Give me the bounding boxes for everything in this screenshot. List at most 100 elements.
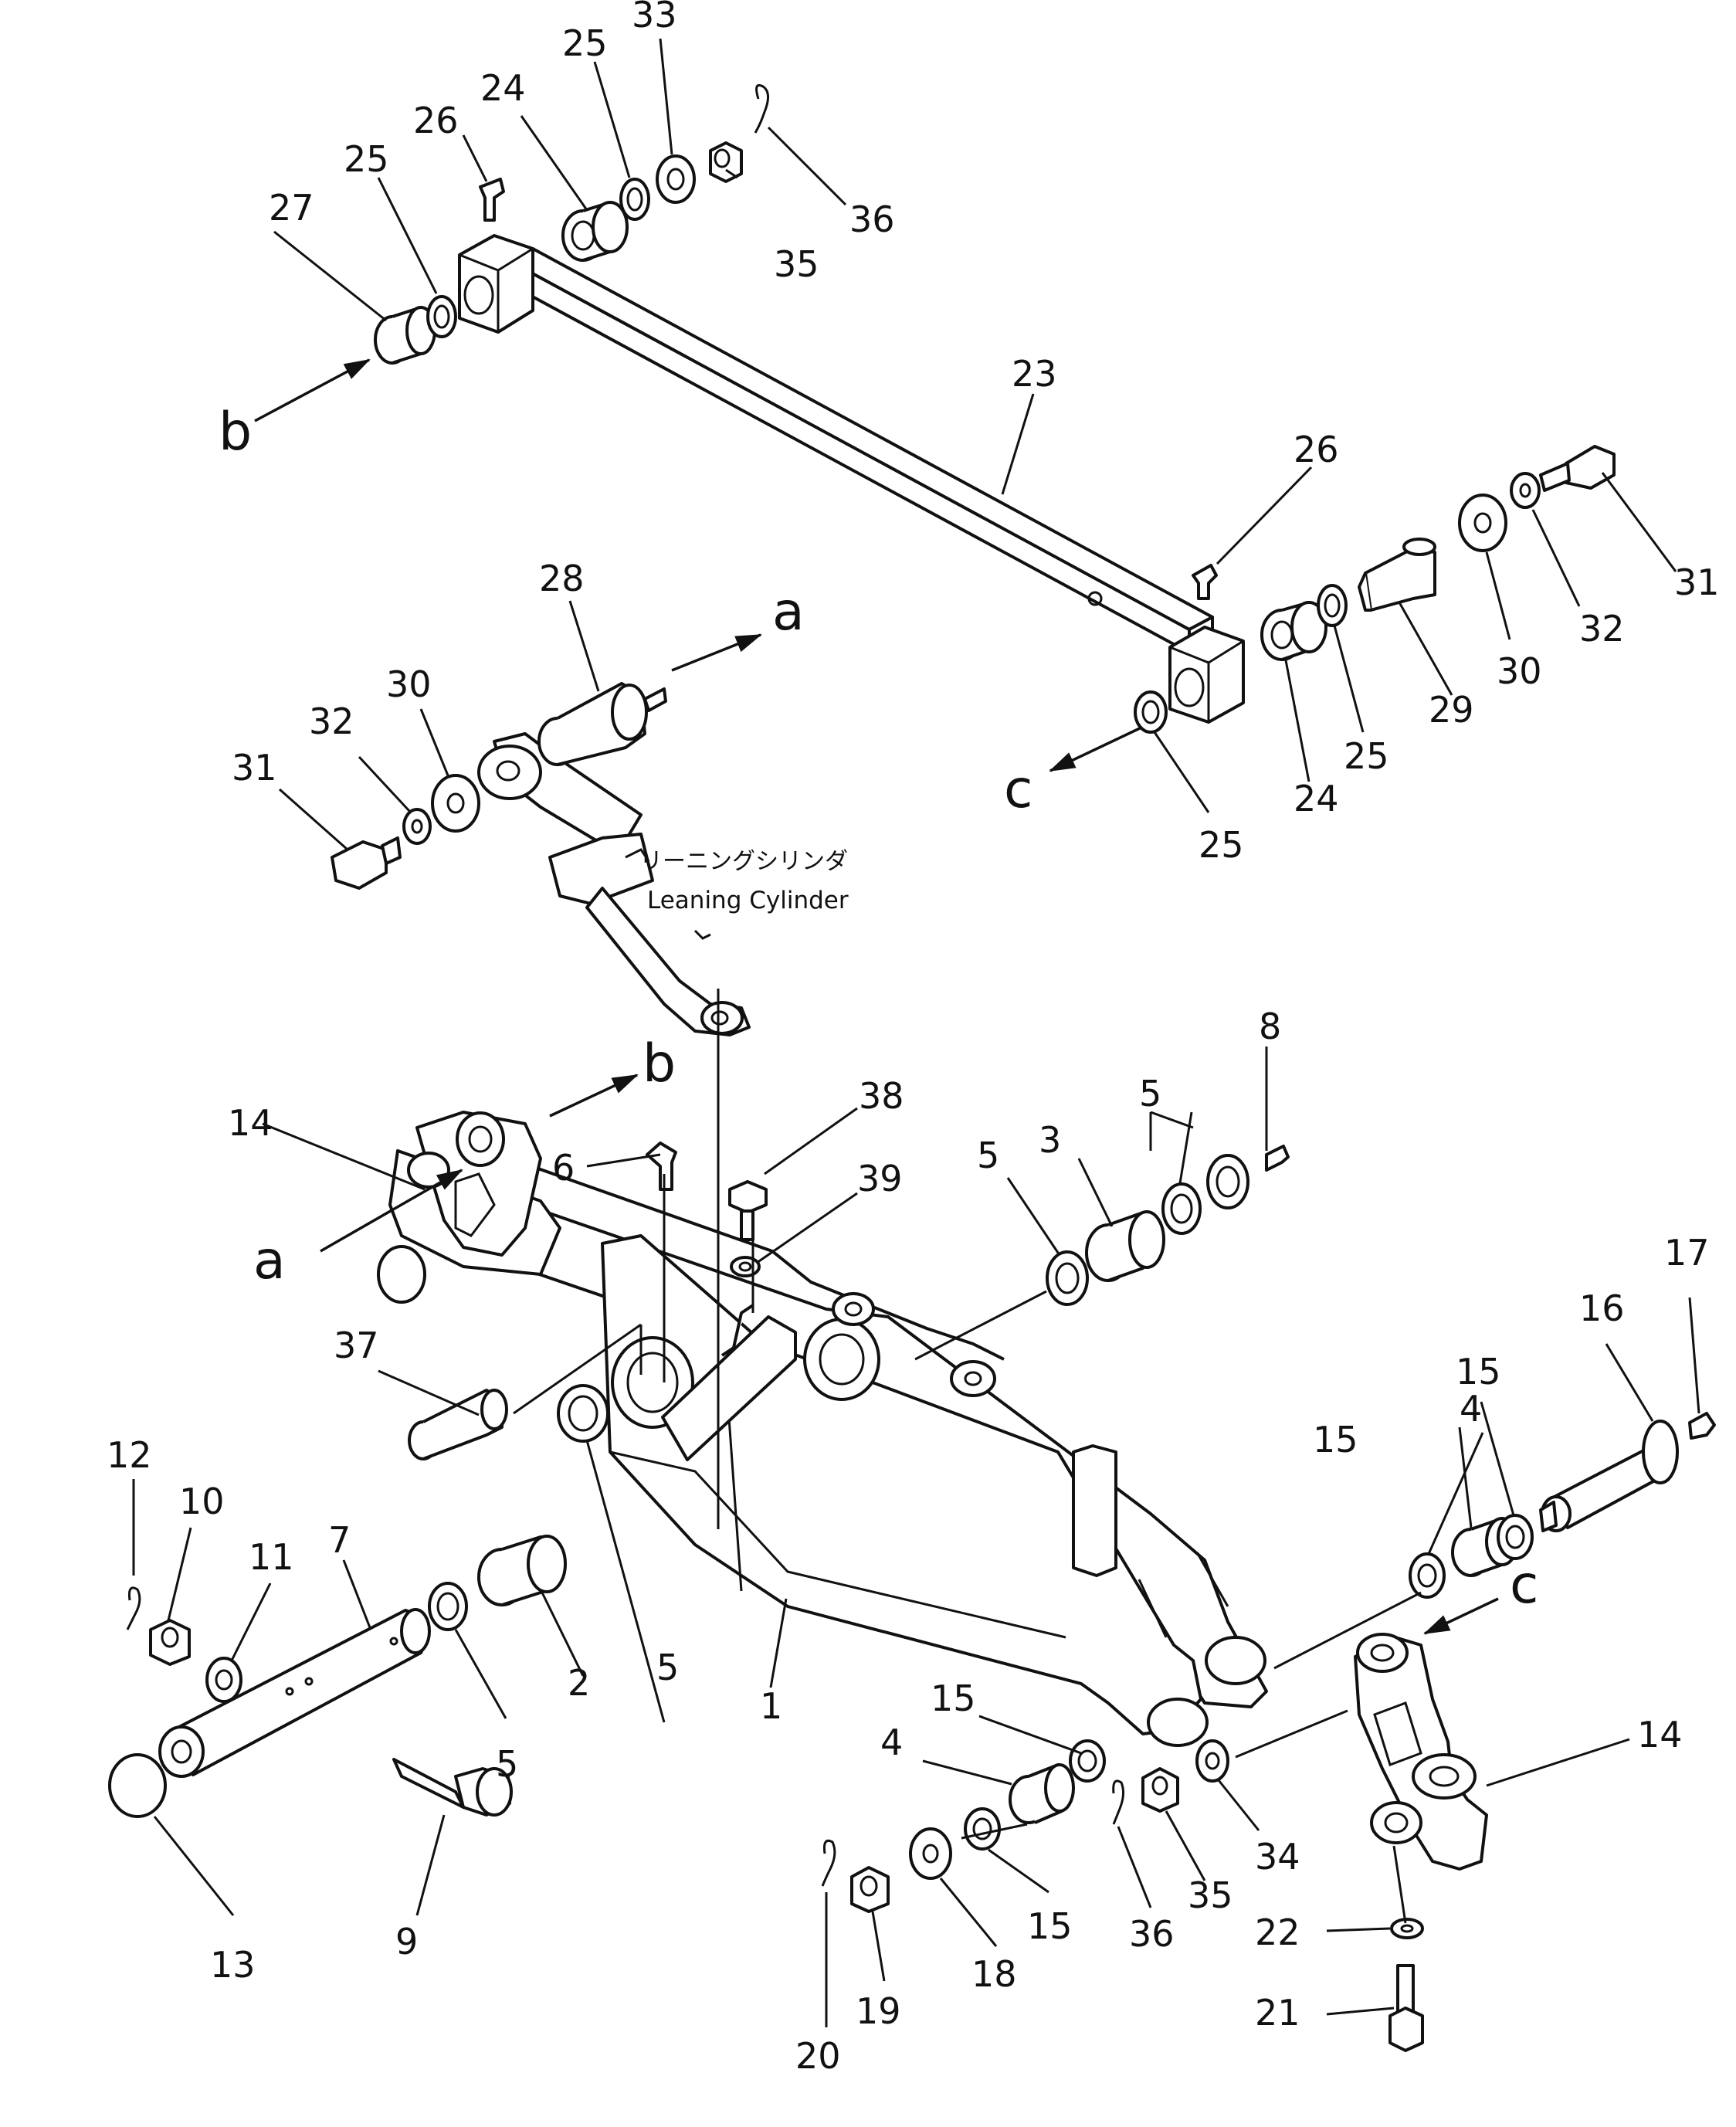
pin-37 xyxy=(408,1389,508,1460)
washer-39 xyxy=(730,1256,761,1277)
bearing-15c xyxy=(1069,1739,1106,1783)
callout-4a: 4 xyxy=(1460,1388,1482,1430)
callout-9: 9 xyxy=(395,1921,418,1962)
washer-32b xyxy=(402,808,432,845)
callout-15c: 15 xyxy=(931,1678,976,1719)
grease-fitting-6 xyxy=(646,1142,677,1191)
washer-11 xyxy=(205,1657,242,1703)
bracket-14b xyxy=(1354,1633,1488,1871)
bushing-2 xyxy=(477,1535,567,1606)
callout-26b: 26 xyxy=(1294,429,1339,470)
callout-36a: 36 xyxy=(849,198,895,240)
callout-14b: 14 xyxy=(1637,1714,1683,1756)
bearing-5a xyxy=(428,1582,468,1631)
washer-34 xyxy=(1195,1739,1229,1783)
callout-31b: 31 xyxy=(232,747,277,789)
caption-en: Leaning Cylinder xyxy=(647,887,849,914)
bearing-15a xyxy=(1409,1552,1446,1599)
caption-jp: リーニングシリンダ xyxy=(639,848,848,875)
bushing-27 xyxy=(374,306,436,365)
main-arm-1 xyxy=(377,1149,1268,1747)
cross-bar-23 xyxy=(458,234,1245,724)
view-letter-b-mid: b xyxy=(643,1033,676,1094)
cap-13 xyxy=(108,1753,167,1818)
callout-19: 19 xyxy=(856,1990,901,2032)
pin-29 xyxy=(1358,538,1436,612)
callout-38: 38 xyxy=(859,1075,904,1117)
callout-28: 28 xyxy=(539,558,585,599)
washer-30b xyxy=(431,774,480,833)
grease-fitting-8 xyxy=(1265,1145,1290,1172)
bolt-31b xyxy=(331,836,402,890)
callout-39: 39 xyxy=(857,1158,903,1199)
bolt-9 xyxy=(392,1758,513,1817)
callout-3: 3 xyxy=(1039,1119,1061,1161)
cotter-pin-36b xyxy=(1112,1779,1125,1825)
callout-8: 8 xyxy=(1259,1006,1281,1047)
bearing-15b xyxy=(1497,1514,1534,1560)
callout-27: 27 xyxy=(269,187,314,229)
callout-34: 34 xyxy=(1255,1836,1300,1878)
callout-32b: 32 xyxy=(309,701,354,742)
callout-32a: 32 xyxy=(1579,608,1625,650)
callout-25b: 25 xyxy=(562,22,608,64)
grease-fitting-26a xyxy=(479,178,505,222)
callout-23: 23 xyxy=(1012,353,1057,395)
view-letter-a-mid: a xyxy=(253,1230,286,1291)
callout-11: 11 xyxy=(249,1536,294,1578)
callout-5d: 5 xyxy=(496,1743,518,1785)
cotter-pin-20 xyxy=(821,1839,836,1887)
callout-22: 22 xyxy=(1255,1912,1300,1953)
bolt-21 xyxy=(1388,1964,1424,2052)
callout-35a: 35 xyxy=(774,243,819,285)
callout-21: 21 xyxy=(1255,1992,1300,2034)
seal-25c xyxy=(1134,690,1168,734)
callout-13: 13 xyxy=(210,1944,256,1986)
leaning-cylinder-caption: リーニングシリンダ Leaning Cylinder xyxy=(639,848,849,914)
bolt-38 xyxy=(728,1180,768,1241)
callout-4b: 4 xyxy=(880,1722,903,1763)
callout-36b: 36 xyxy=(1129,1913,1175,1955)
callout-14a: 14 xyxy=(228,1102,273,1144)
view-letter-b-top: b xyxy=(219,402,252,463)
bolt-31a xyxy=(1539,445,1616,492)
bushing-24b xyxy=(1260,601,1327,661)
callout-20: 20 xyxy=(795,2035,841,2077)
callout-15d: 15 xyxy=(1027,1905,1073,1947)
view-letter-a-top: a xyxy=(772,582,805,643)
nut-35b xyxy=(1141,1767,1179,1813)
bearing-5c xyxy=(1046,1250,1089,1306)
callout-24b: 24 xyxy=(1294,778,1339,819)
callout-35b: 35 xyxy=(1188,1874,1233,1916)
callout-2: 2 xyxy=(568,1662,590,1704)
callout-5c: 5 xyxy=(656,1647,679,1688)
callout-7: 7 xyxy=(328,1519,351,1561)
bracket-14a xyxy=(407,1111,542,1257)
seal-25d xyxy=(1317,584,1348,627)
callout-30a: 30 xyxy=(1497,650,1542,692)
callout-15a: 15 xyxy=(1313,1419,1358,1460)
callout-37: 37 xyxy=(334,1325,379,1366)
callout-18: 18 xyxy=(971,1953,1017,1995)
leader-lines xyxy=(132,38,1700,2027)
leaning-cylinder xyxy=(477,732,751,1036)
callout-5b: 5 xyxy=(977,1135,999,1176)
callout-25c: 25 xyxy=(1344,735,1389,777)
callout-30b: 30 xyxy=(386,663,432,705)
seal-25b xyxy=(619,178,650,221)
bushing-3 xyxy=(1085,1210,1165,1282)
view-letters: b a c b a c xyxy=(219,402,1538,1616)
callout-6: 6 xyxy=(552,1147,575,1189)
bearing-5e xyxy=(1206,1154,1249,1209)
callout-25d: 25 xyxy=(1199,824,1244,866)
bushing-24a xyxy=(561,201,629,262)
grease-fitting-17 xyxy=(1688,1412,1716,1440)
view-letter-c-low: c xyxy=(1510,1555,1538,1616)
bearing-5d xyxy=(1161,1182,1202,1235)
washer-22 xyxy=(1390,1918,1424,1939)
washer-18 xyxy=(909,1827,952,1880)
seal-25a xyxy=(426,295,457,338)
callout-12: 12 xyxy=(107,1434,152,1476)
nut-10 xyxy=(149,1619,191,1666)
